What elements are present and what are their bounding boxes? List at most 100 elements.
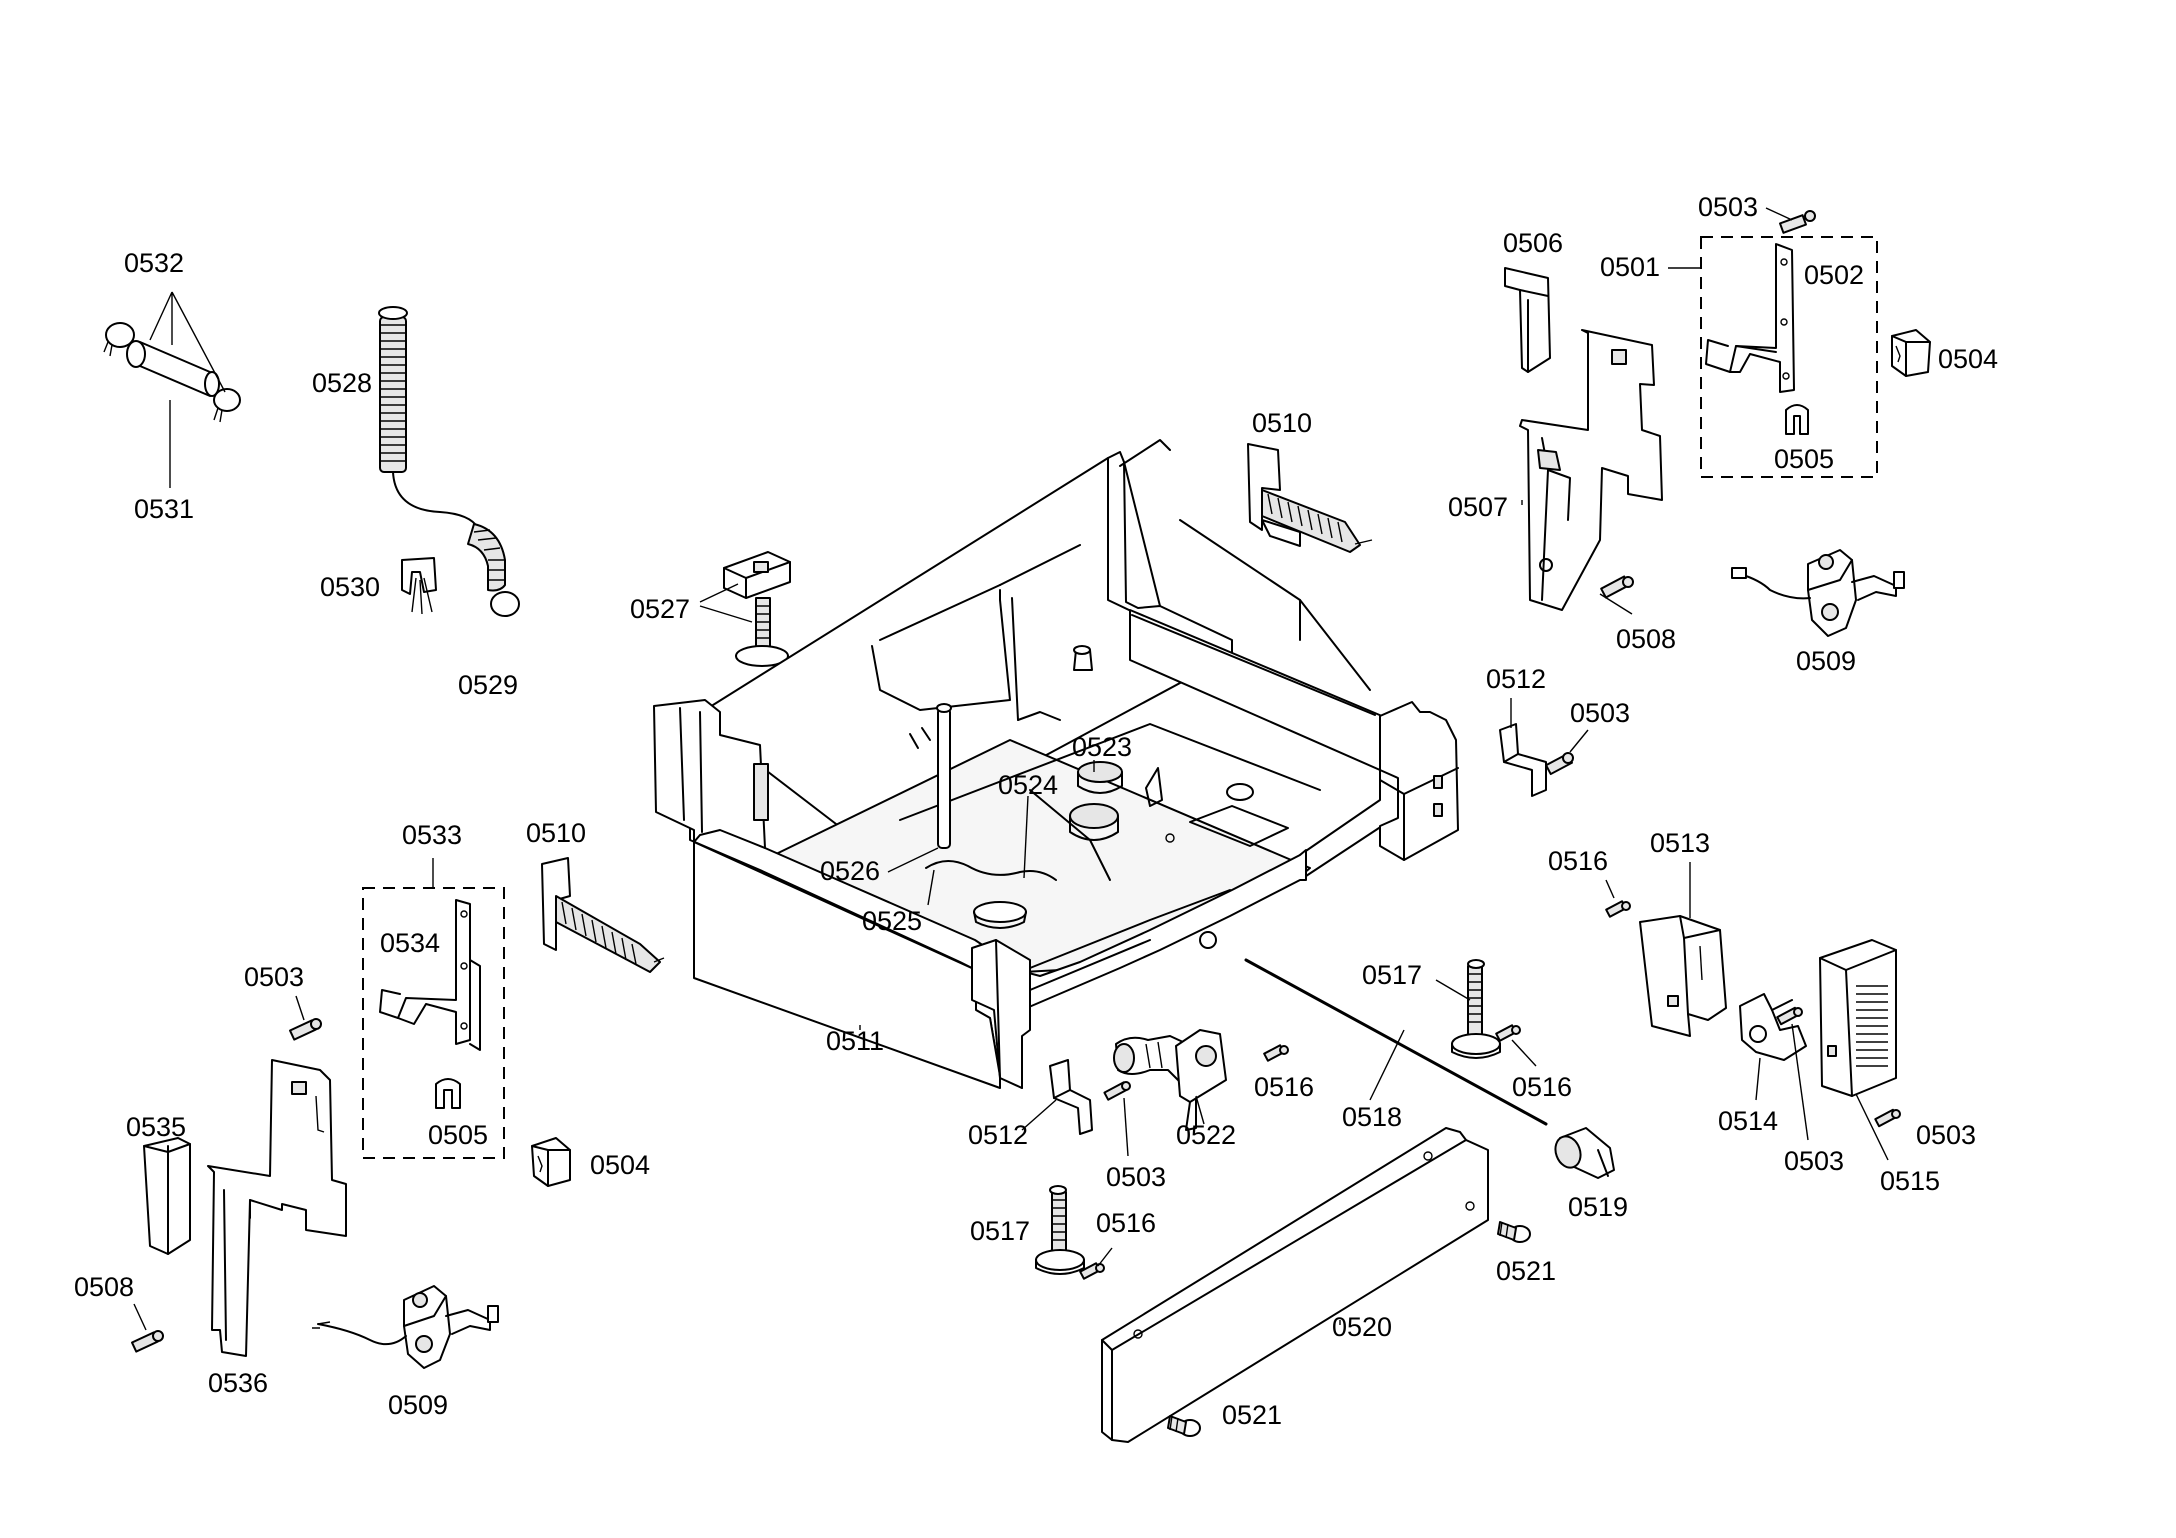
screw-0503-far-right [1874,1108,1901,1128]
hinge-bracket-0507 [1519,329,1663,611]
leader-0518 [1369,1029,1405,1101]
leader-0503-right [1569,729,1589,753]
hose-clamp-right-0532 [213,388,241,423]
leader-0508-top [1599,593,1633,615]
label-0527: 0527 [630,594,690,624]
label-0509-left: 0509 [388,1390,448,1420]
label-0533: 0533 [402,820,462,850]
label-0517-right: 0517 [1362,960,1422,990]
spring-bracket-0510-left [541,857,665,973]
label-0508-left: 0508 [74,1272,134,1302]
hose-connector-0531 [126,340,220,397]
label-0517-left: 0517 [970,1216,1030,1246]
label-0526: 0526 [820,856,880,886]
leader-0516-lower [1097,1247,1113,1267]
leader-0524 [1023,795,1029,879]
foot-0517-left [1035,1185,1085,1275]
label-0518: 0518 [1342,1102,1402,1132]
label-0504-left: 0504 [590,1150,650,1180]
label-0512-right: 0512 [1486,664,1546,694]
clip-0530 [401,557,437,615]
label-0524: 0524 [998,770,1058,800]
label-0514: 0514 [1718,1106,1778,1136]
label-0535: 0535 [126,1112,186,1142]
screw-0503-right [1545,752,1574,776]
screw-0508-left [131,1330,164,1353]
screw-0521-bottom [1167,1415,1201,1437]
bracket-0512-right [1499,723,1547,797]
label-0503-mid: 0503 [1784,1146,1844,1176]
leader-0525 [927,869,935,906]
foot-0527 [723,551,791,667]
label-0503-valve: 0503 [1106,1162,1166,1192]
leader-0515 [1855,1093,1889,1161]
label-0532: 0532 [124,248,184,278]
leader-0503-left [295,995,305,1021]
screw-0521-right [1497,1221,1531,1243]
label-0509-top: 0509 [1796,646,1856,676]
group-box-0501 [1700,236,1878,478]
hinge-bracket-0536 [207,1059,347,1357]
hinge-0509-left [312,1285,499,1369]
label-0510-left: 0510 [526,818,586,848]
bracket-0513 [1639,915,1727,1037]
label-0534: 0534 [380,928,440,958]
label-0502: 0502 [1804,260,1864,290]
cover-0515 [1819,939,1897,1097]
corrugated-hose-0528 [378,306,506,592]
rod-0518 [1244,958,1548,1126]
leader-0527 [699,583,753,623]
clip-0505-top [1785,404,1809,435]
inlet-valve-0522 [1113,1029,1227,1131]
label-0503-left: 0503 [244,962,304,992]
clip-0505-left [435,1078,461,1109]
label-0530: 0530 [320,572,380,602]
label-0503-right: 0503 [1570,698,1630,728]
screw-0516-center [1263,1044,1289,1062]
screw-0516-right-lower [1495,1024,1521,1042]
label-0504-top: 0504 [1938,344,1998,374]
leader-0522 [1195,1095,1205,1125]
label-0520: 0520 [1332,1312,1392,1342]
leader-0503-valve [1123,1097,1129,1157]
screw-0516-right [1605,900,1631,918]
cover-0506 [1504,267,1551,373]
leader-0526 [887,847,939,873]
label-0521-right: 0521 [1496,1256,1556,1286]
label-0503-top: 0503 [1698,192,1758,222]
leader-0516-right-lower [1511,1039,1537,1067]
spring-bracket-0510 [1247,443,1373,553]
screw-0503-top [1779,210,1816,234]
label-0528: 0528 [312,368,372,398]
label-0513: 0513 [1650,828,1710,858]
label-0516-lower: 0516 [1096,1208,1156,1238]
cover-0535 [143,1137,191,1255]
label-0515: 0515 [1880,1166,1940,1196]
leader-0514 [1755,1057,1761,1101]
label-0531: 0531 [134,494,194,524]
label-0522: 0522 [1176,1120,1236,1150]
connector-0504-left [531,1137,571,1187]
bracket-0512-lower [1049,1059,1093,1135]
label-0521-bottom: 0521 [1222,1400,1282,1430]
label-0512-lower: 0512 [968,1120,1028,1150]
label-0536: 0536 [208,1368,268,1398]
label-0505-left: 0505 [428,1120,488,1150]
label-0516-right: 0516 [1548,846,1608,876]
kick-panel-0520 [1101,1127,1489,1443]
label-0507: 0507 [1448,492,1508,522]
label-0516-right-lower: 0516 [1512,1072,1572,1102]
foot-0517-right [1451,959,1501,1059]
leader-0516-right [1605,879,1615,899]
bracket-0534 [379,899,481,1051]
knob-0519 [1554,1127,1615,1179]
label-0516-center: 0516 [1254,1072,1314,1102]
label-0511: 0511 [826,1026,884,1056]
label-0525: 0525 [862,906,922,936]
screw-0503-valve [1103,1081,1131,1101]
leader-0508-left [133,1303,147,1331]
label-0519: 0519 [1568,1192,1628,1222]
base-tub-0511 [653,439,1459,1089]
leader-0503-top [1765,207,1793,221]
leader-0503-mid [1791,1023,1809,1141]
